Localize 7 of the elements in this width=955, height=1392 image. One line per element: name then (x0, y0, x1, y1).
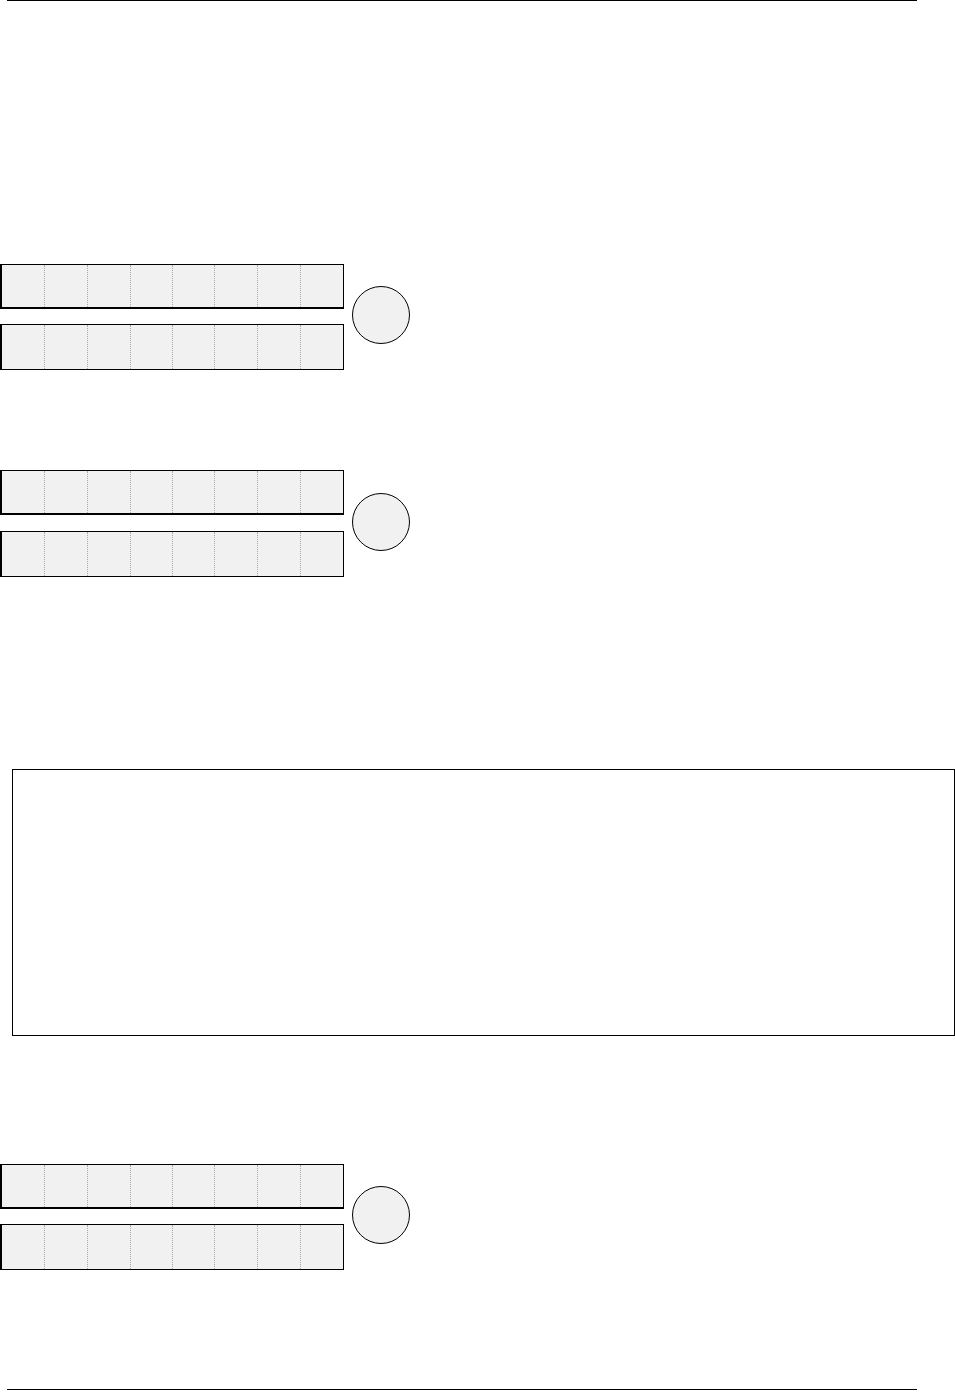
empty-frame (12, 769, 955, 1036)
cell-strip (0, 1164, 344, 1209)
cell-strip (0, 264, 344, 309)
cell-strip (0, 531, 344, 577)
cell-strip (0, 1224, 344, 1270)
cell-strip (0, 324, 344, 370)
cell-strip (0, 470, 344, 515)
